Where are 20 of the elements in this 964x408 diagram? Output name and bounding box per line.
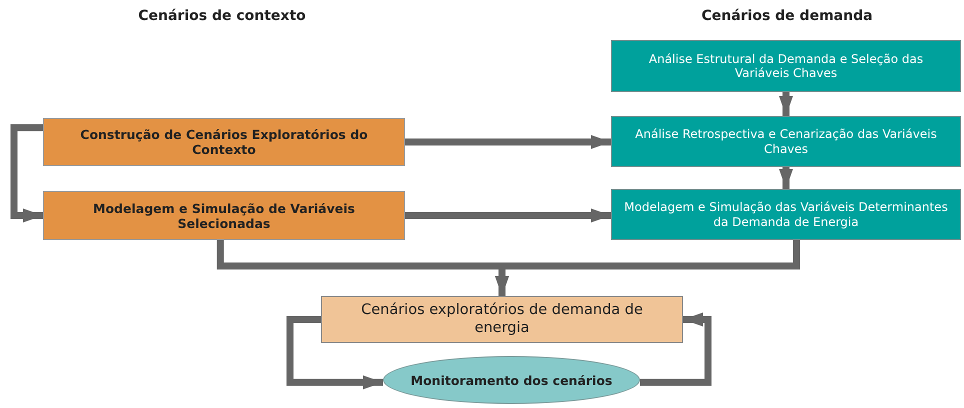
node-label: Modelagem e Simulação das Variáveis Determinantes da Demanda de Energia <box>623 200 949 229</box>
arrow <box>405 208 611 222</box>
process-box <box>611 40 961 92</box>
node-label: Monitoramento dos cenários <box>410 372 612 388</box>
node-label: Construção de Cenários Exploratórios do Contexto <box>79 127 369 157</box>
process-box <box>43 118 405 166</box>
node-label: Cenários exploratórios de demanda de energia <box>360 302 644 337</box>
process-box <box>43 191 405 240</box>
column-heading: Cenários de demanda <box>700 8 874 24</box>
arrow <box>640 312 712 386</box>
process-box <box>611 189 961 240</box>
process-box <box>321 296 683 343</box>
node-label: Modelagem e Simulação de Variáveis Selecionadas <box>92 200 356 230</box>
node-label: Análise Retrospectiva e Cenarização das Variáveis Chaves <box>634 127 938 156</box>
column-heading: Cenários de contexto <box>137 8 307 24</box>
process-box <box>611 116 961 167</box>
arrow <box>779 92 793 116</box>
node-label: Análise Estrutural da Demanda e Seleção das Variáveis Chaves <box>648 52 924 80</box>
arrow <box>405 135 611 149</box>
arrow <box>779 167 793 189</box>
